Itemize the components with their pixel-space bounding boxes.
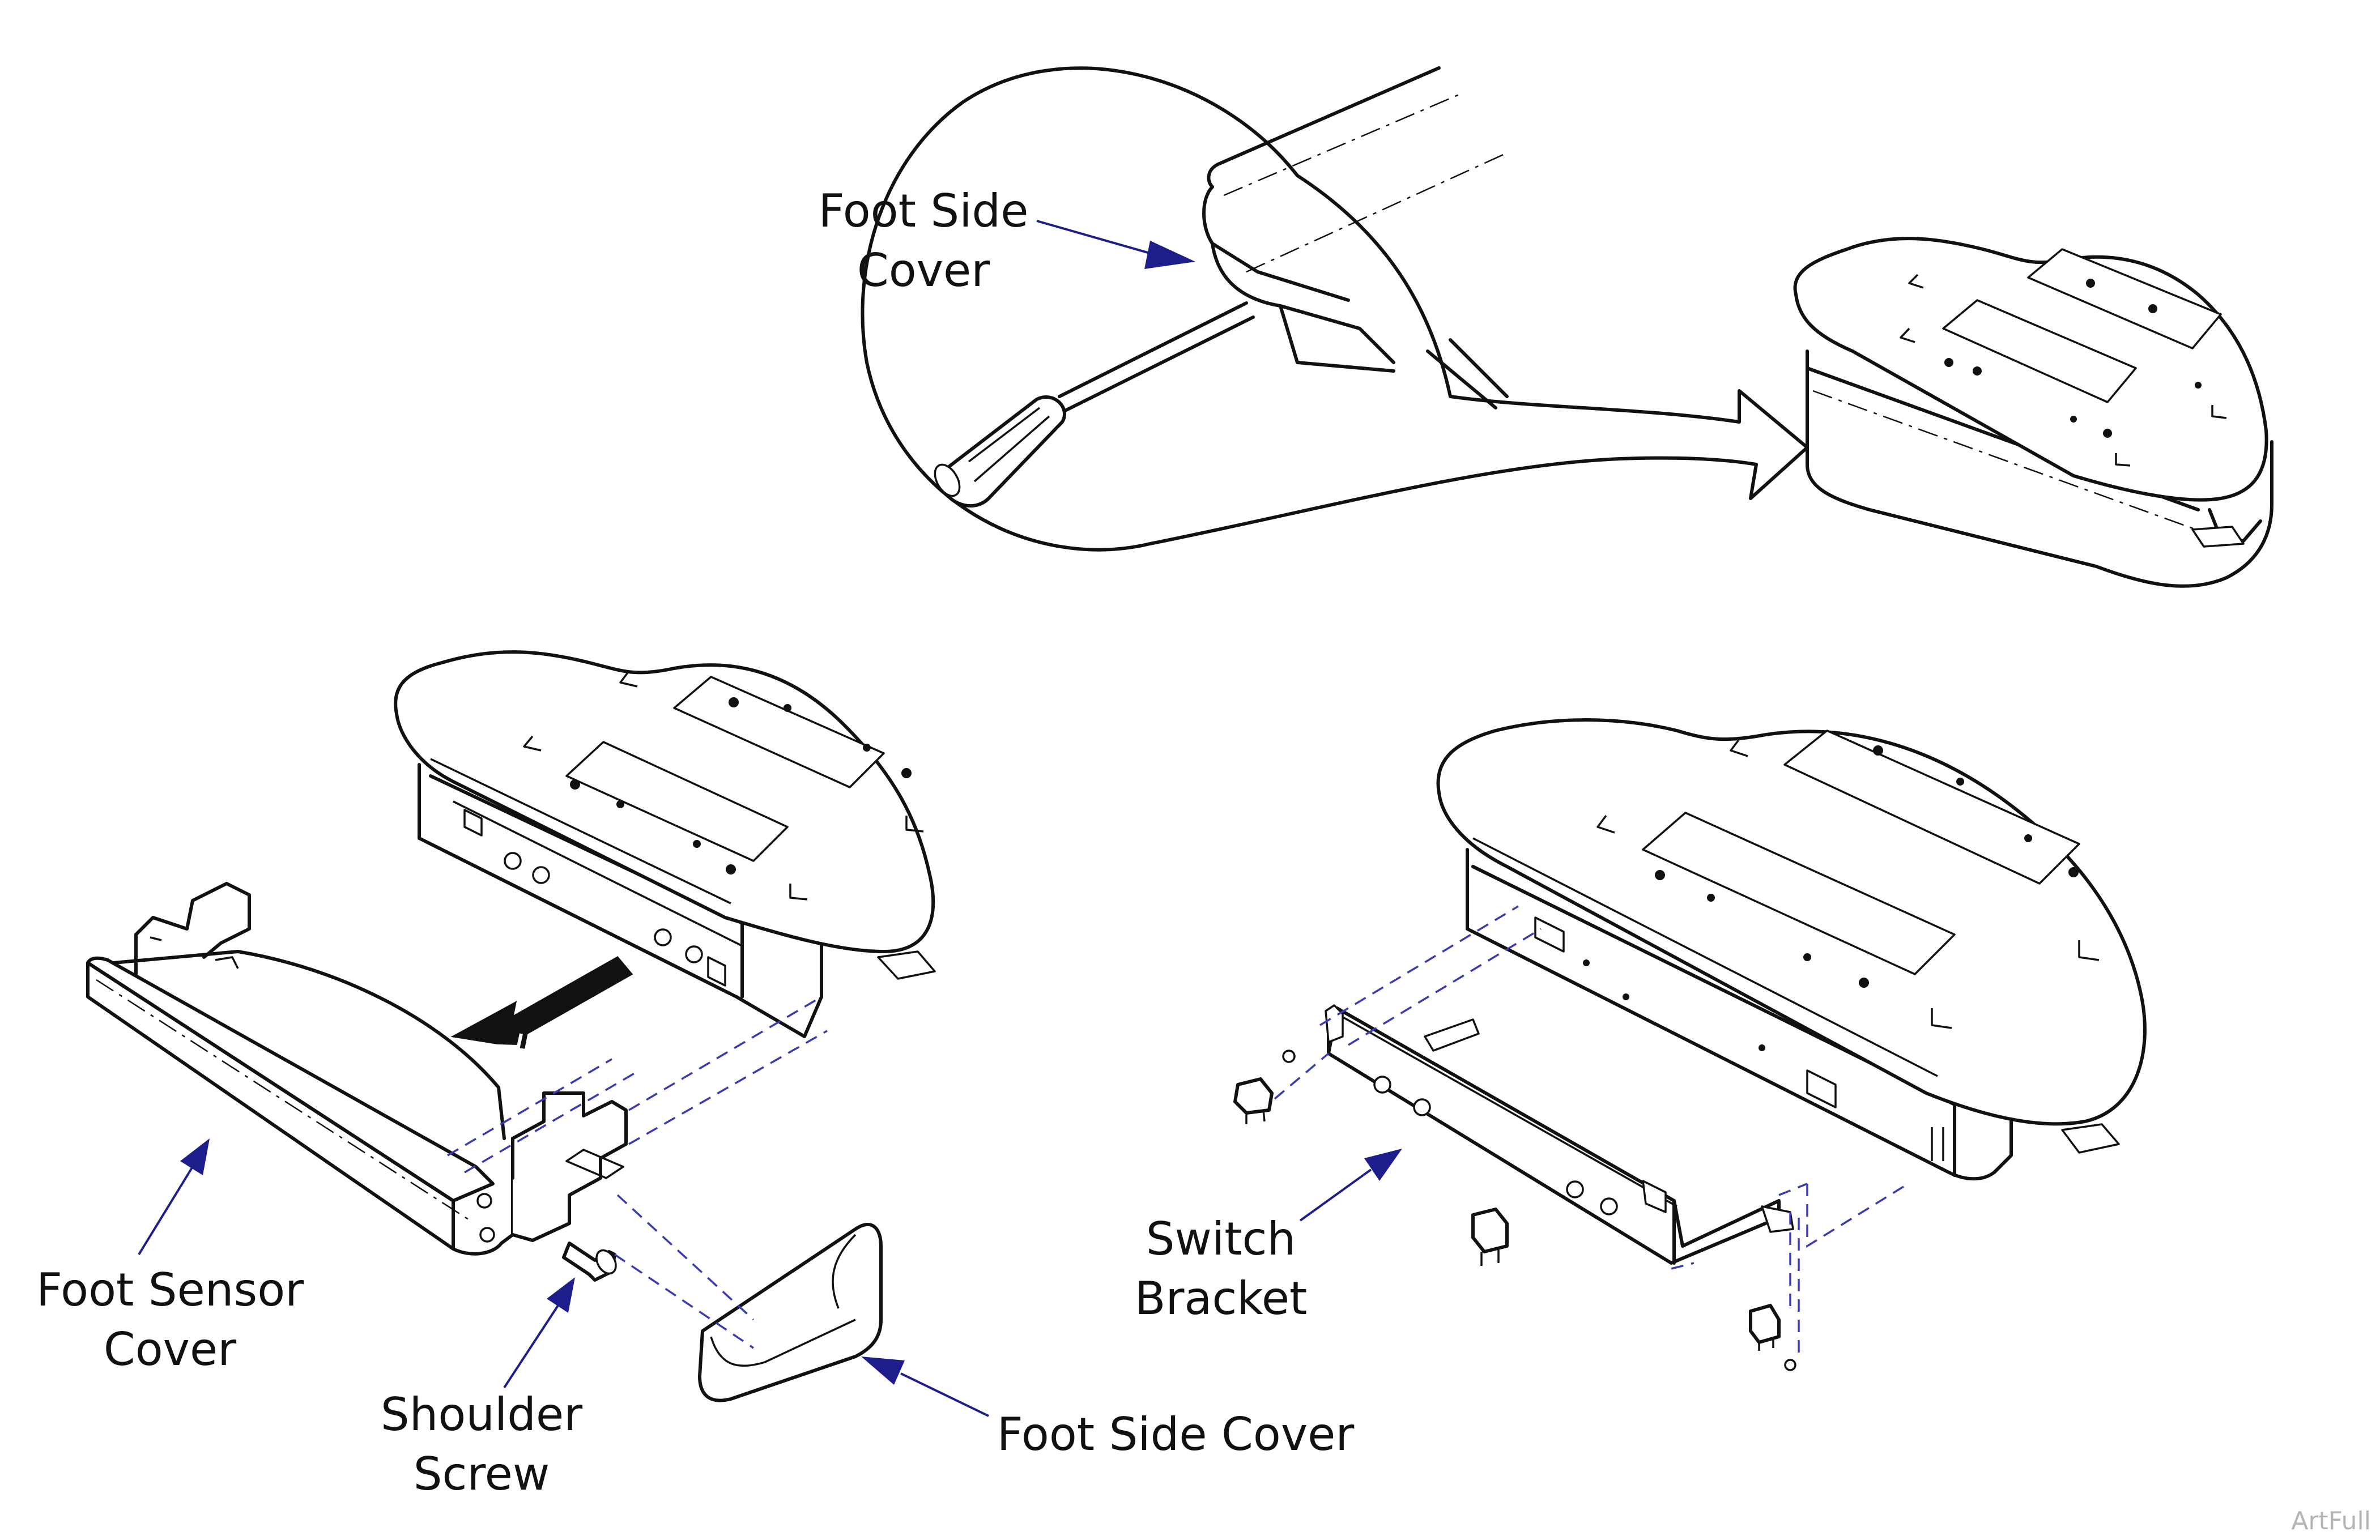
screwdriver-icon (934, 301, 1255, 508)
right-assembly (1233, 718, 2147, 1371)
leader-lines (138, 220, 1402, 1417)
detail-magnifier (861, 66, 1809, 552)
foot-side-cover-part (698, 1223, 883, 1402)
watermark: ArtFull (2291, 1507, 2371, 1535)
label-shoulder-screw-2: Screw (414, 1448, 550, 1500)
shoulder-screw-part (562, 1242, 617, 1282)
assembled-platform-top (1793, 237, 2273, 588)
switch-right (1749, 1304, 1796, 1371)
label-foot-sensor-cover-2: Cover (104, 1323, 236, 1376)
label-foot-side-cover: Foot Side Cover (997, 1408, 1355, 1461)
switch-left (1233, 1050, 1296, 1124)
callout-labels: Foot Side Cover Foot Sensor Cover Should… (36, 185, 1354, 1500)
label-foot-side-cover-detail-2: Cover (857, 244, 990, 297)
label-shoulder-screw-1: Shoulder (381, 1388, 582, 1441)
label-foot-sensor-cover-1: Foot Sensor (36, 1264, 304, 1316)
foot-sensor-cover-part (86, 882, 628, 1256)
label-switch-bracket-2: Bracket (1135, 1272, 1308, 1325)
label-switch-bracket-1: Switch (1146, 1213, 1296, 1265)
label-foot-side-cover-detail-1: Foot Side (819, 185, 1029, 237)
removal-direction-arrow (450, 956, 633, 1049)
left-assembly (86, 650, 936, 1402)
switch-middle (1471, 1208, 1509, 1266)
switch-bracket-part (1325, 1004, 1794, 1265)
detail-circle (861, 66, 1809, 552)
